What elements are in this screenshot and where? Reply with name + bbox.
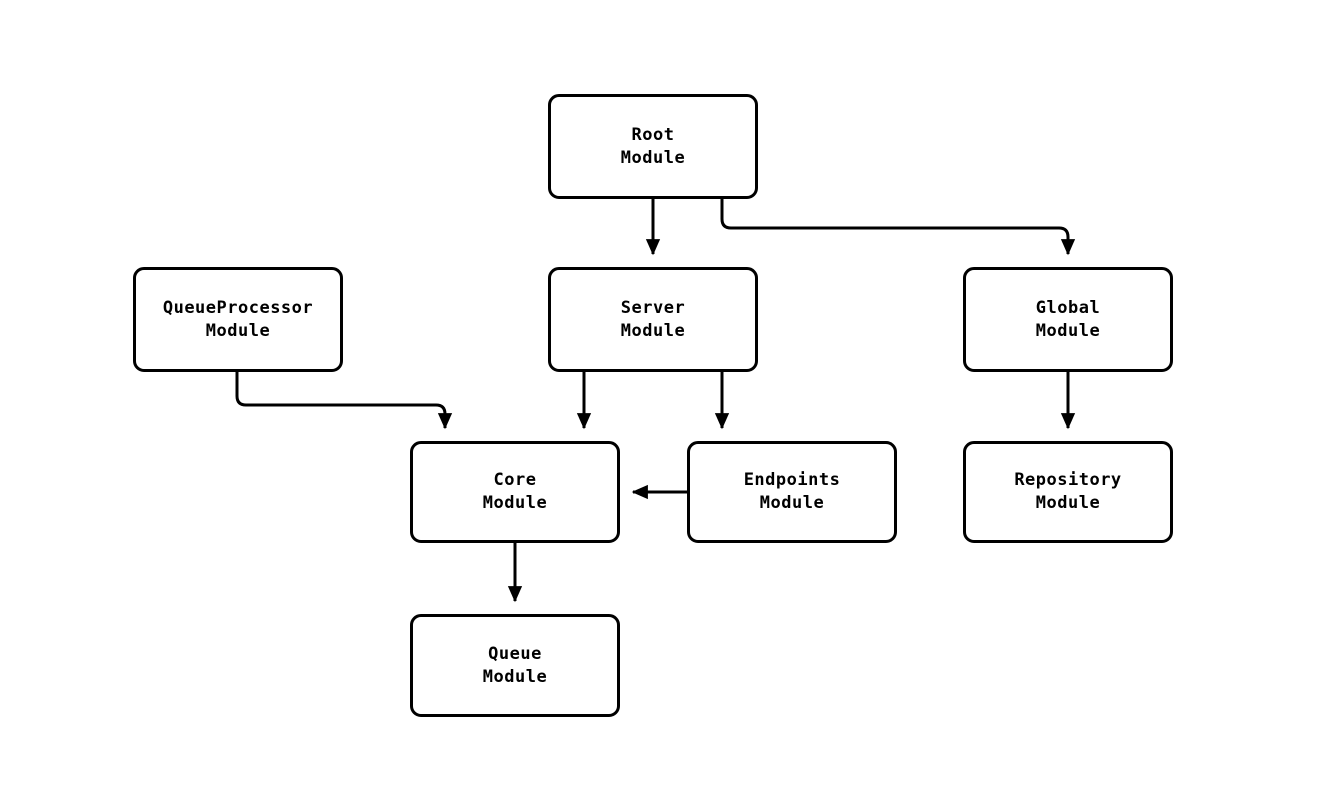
node-label-primary: Server <box>620 297 686 318</box>
node-label-primary: QueueProcessor <box>162 297 314 318</box>
edge-root-to-global <box>720 199 1076 256</box>
node-label-primary: Root <box>631 124 675 145</box>
node-label-secondary: Module <box>482 493 548 513</box>
node-label-primary: Queue <box>488 643 542 664</box>
node-label-secondary: Module <box>482 666 548 687</box>
node-label-secondary: Module <box>759 493 825 513</box>
node-label-secondary: Module <box>1035 493 1101 513</box>
node-label-secondary: Module <box>620 320 686 341</box>
edge-queueprocessor-to-core <box>235 372 453 430</box>
node-label-primary: Repository <box>1014 470 1122 490</box>
node-label-primary: Global <box>1035 297 1101 318</box>
node-label-secondary: Module <box>205 320 271 341</box>
node-label-primary: Core <box>493 470 537 490</box>
node-label-secondary: Module <box>620 147 686 168</box>
node-label-primary: Endpoints <box>743 470 841 490</box>
node-label-secondary: Module <box>1035 320 1101 341</box>
edges-group <box>235 199 1076 603</box>
